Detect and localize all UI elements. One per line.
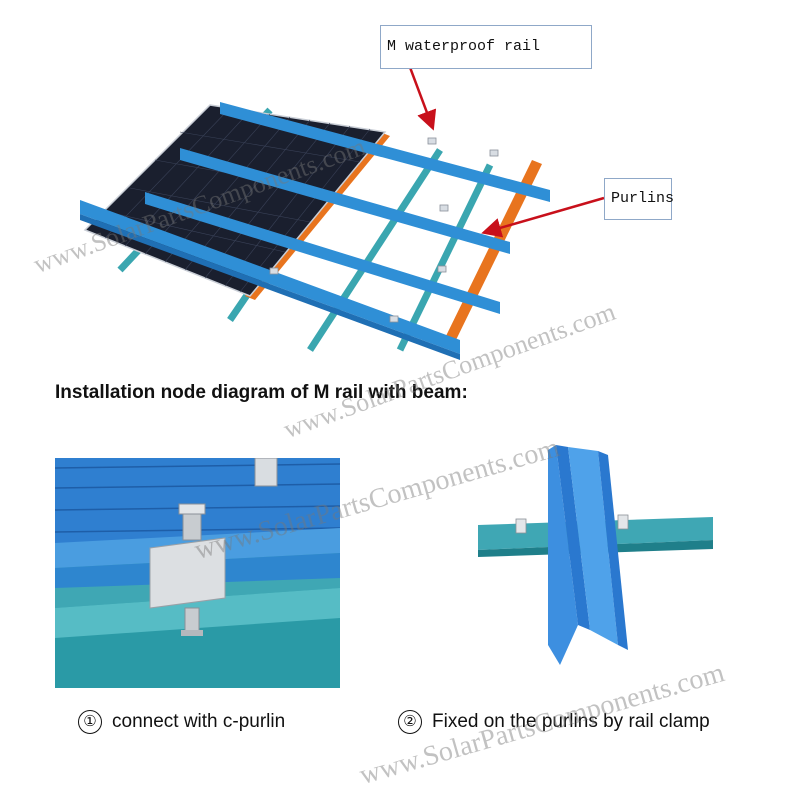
caption-1-number: ① bbox=[78, 710, 102, 734]
purlins-arrow bbox=[481, 196, 605, 238]
solar-array-illustration bbox=[80, 102, 550, 360]
detail-photo-c-purlin bbox=[55, 458, 340, 688]
purlins-callout-text: Purlins bbox=[611, 190, 675, 207]
caption-2: ② Fixed on the purlins by rail clamp bbox=[398, 710, 710, 734]
purlins-callout: Purlins bbox=[604, 178, 675, 220]
rail-arrow bbox=[406, 61, 437, 131]
caption-1: ① connect with c-purlin bbox=[78, 710, 285, 734]
detail-photo-rail-clamp bbox=[478, 445, 713, 670]
rail-callout: M waterproof rail bbox=[380, 25, 592, 69]
caption-2-number: ② bbox=[398, 710, 422, 734]
section-heading: Installation node diagram of M rail with… bbox=[55, 382, 468, 403]
rail-callout-text: M waterproof rail bbox=[387, 38, 541, 55]
m-rails bbox=[80, 102, 550, 360]
caption-2-text: Fixed on the purlins by rail clamp bbox=[432, 711, 710, 733]
caption-1-text: connect with c-purlin bbox=[112, 711, 286, 733]
